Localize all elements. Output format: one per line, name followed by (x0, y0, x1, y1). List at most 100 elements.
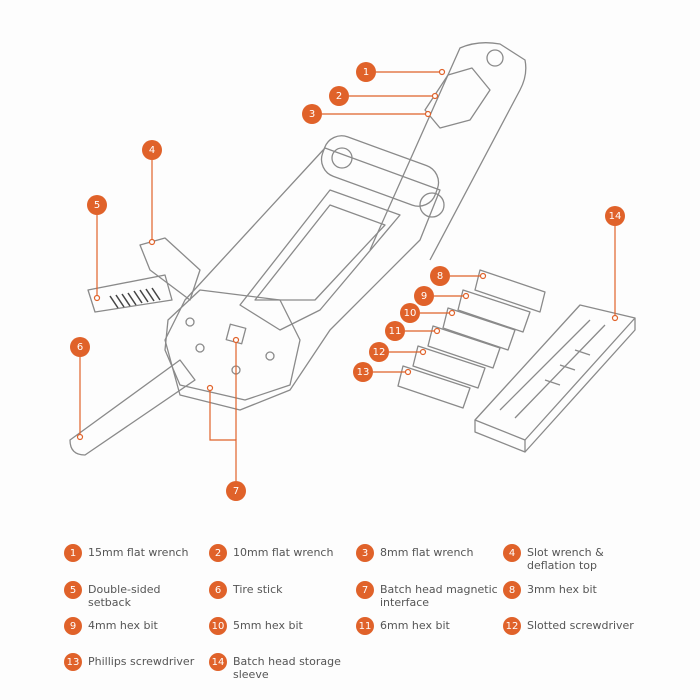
legend-label: 10mm flat wrench (233, 546, 334, 559)
callout-10: 10 (400, 303, 456, 323)
legend-badge: 3 (356, 544, 374, 562)
callout-badge (87, 195, 107, 215)
leader-dot (424, 110, 432, 118)
legend-badge: 13 (64, 653, 82, 671)
callout-8: 8 (430, 266, 487, 286)
leader-dot (438, 68, 446, 76)
leader-dot (431, 92, 439, 100)
legend-badge: 14 (209, 653, 227, 671)
callout-number: 6 (77, 342, 83, 353)
leader-dot (462, 292, 470, 300)
callout-badge (356, 62, 376, 82)
callout-number: 9 (421, 291, 427, 302)
leader-dot (479, 272, 487, 280)
legend-item-9: 9 4mm hex bit (64, 617, 158, 635)
legend-label: 5mm hex bit (233, 619, 303, 632)
callout-2: 2 (329, 86, 439, 106)
leader-dot (448, 309, 456, 317)
callout-badge (142, 140, 162, 160)
leader-dot (419, 348, 427, 356)
callout-14: 14 (605, 206, 625, 322)
callout-badge (226, 481, 246, 501)
legend-badge: 10 (209, 617, 227, 635)
legend-item-3: 3 8mm flat wrench (356, 544, 474, 562)
legend-label: 4mm hex bit (88, 619, 158, 632)
callout-badge (302, 104, 322, 124)
leader-dot (232, 336, 240, 344)
callout-1: 1 (356, 62, 446, 82)
legend-badge: 1 (64, 544, 82, 562)
legend-label: Slot wrench & deflation top (527, 546, 604, 572)
legend-badge: 7 (356, 581, 374, 599)
callout-badge (605, 206, 625, 226)
legend-badge: 5 (64, 581, 82, 599)
legend-item-4: 4 Slot wrench & deflation top (503, 544, 645, 572)
leader-dot (148, 238, 156, 246)
callout-number: 8 (437, 271, 443, 282)
legend-item-11: 11 6mm hex bit (356, 617, 450, 635)
callout-12: 12 (369, 342, 427, 362)
legend-label: 8mm flat wrench (380, 546, 474, 559)
callout-number: 7 (233, 486, 239, 497)
callout-number: 12 (373, 347, 386, 358)
callout-number: 2 (336, 91, 342, 102)
legend-item-5: 5 Double-sided setback (64, 581, 206, 609)
legend-badge: 11 (356, 617, 374, 635)
callout-badge (400, 303, 420, 323)
callout-number: 4 (149, 145, 155, 156)
tool-outline (69, 42, 636, 456)
legend-item-2: 2 10mm flat wrench (209, 544, 334, 562)
callout-badge (369, 342, 389, 362)
callout-number: 1 (363, 67, 369, 78)
callout-badge (329, 86, 349, 106)
callout-badge (70, 337, 90, 357)
callout-number: 10 (404, 308, 417, 319)
legend-label: 3mm hex bit (527, 583, 597, 596)
callout-badge (430, 266, 450, 286)
callout-9: 9 (414, 286, 470, 306)
legend-badge: 4 (503, 544, 521, 562)
legend-label: 15mm flat wrench (88, 546, 189, 559)
callout-number: 3 (309, 109, 315, 120)
legend-label: Slotted screwdriver (527, 619, 634, 632)
legend-item-8: 8 3mm hex bit (503, 581, 597, 599)
legend-label: 6mm hex bit (380, 619, 450, 632)
callout-6: 6 (70, 337, 90, 441)
legend-label: Tire stick (233, 583, 283, 596)
callout-13: 13 (353, 362, 412, 382)
legend-item-1: 1 15mm flat wrench (64, 544, 189, 562)
legend-item-7: 7 Batch head magnetic interface (356, 581, 498, 609)
leader-dot (404, 368, 412, 376)
legend-badge: 9 (64, 617, 82, 635)
legend-badge: 12 (503, 617, 521, 635)
leader-dot (76, 433, 84, 441)
leader-dot (433, 327, 441, 335)
legend-item-12: 12 Slotted screwdriver (503, 617, 634, 635)
legend-item-13: 13 Phillips screwdriver (64, 653, 195, 671)
legend-badge: 8 (503, 581, 521, 599)
legend-label: Batch head magnetic interface (380, 583, 498, 609)
leader-dot (611, 314, 619, 322)
leader-line (209, 388, 237, 481)
legend-item-14: 14 Batch head storage sleeve (209, 653, 351, 681)
callout-11: 11 (385, 321, 441, 341)
legend-badge: 2 (209, 544, 227, 562)
callout-number: 11 (389, 326, 402, 337)
callout-7: 7 (206, 336, 246, 501)
callout-4: 4 (142, 140, 162, 246)
legend-label: Batch head storage sleeve (233, 655, 341, 681)
legend-label: Phillips screwdriver (88, 655, 195, 668)
callout-badge (385, 321, 405, 341)
callout-badge (353, 362, 373, 382)
callout-3: 3 (302, 104, 432, 124)
callout-5: 5 (87, 195, 107, 302)
leader-dot (93, 294, 101, 302)
legend-label: Double-sided setback (88, 583, 161, 609)
leader-dot (206, 384, 214, 392)
legend-item-10: 10 5mm hex bit (209, 617, 303, 635)
callout-number: 14 (609, 211, 622, 222)
